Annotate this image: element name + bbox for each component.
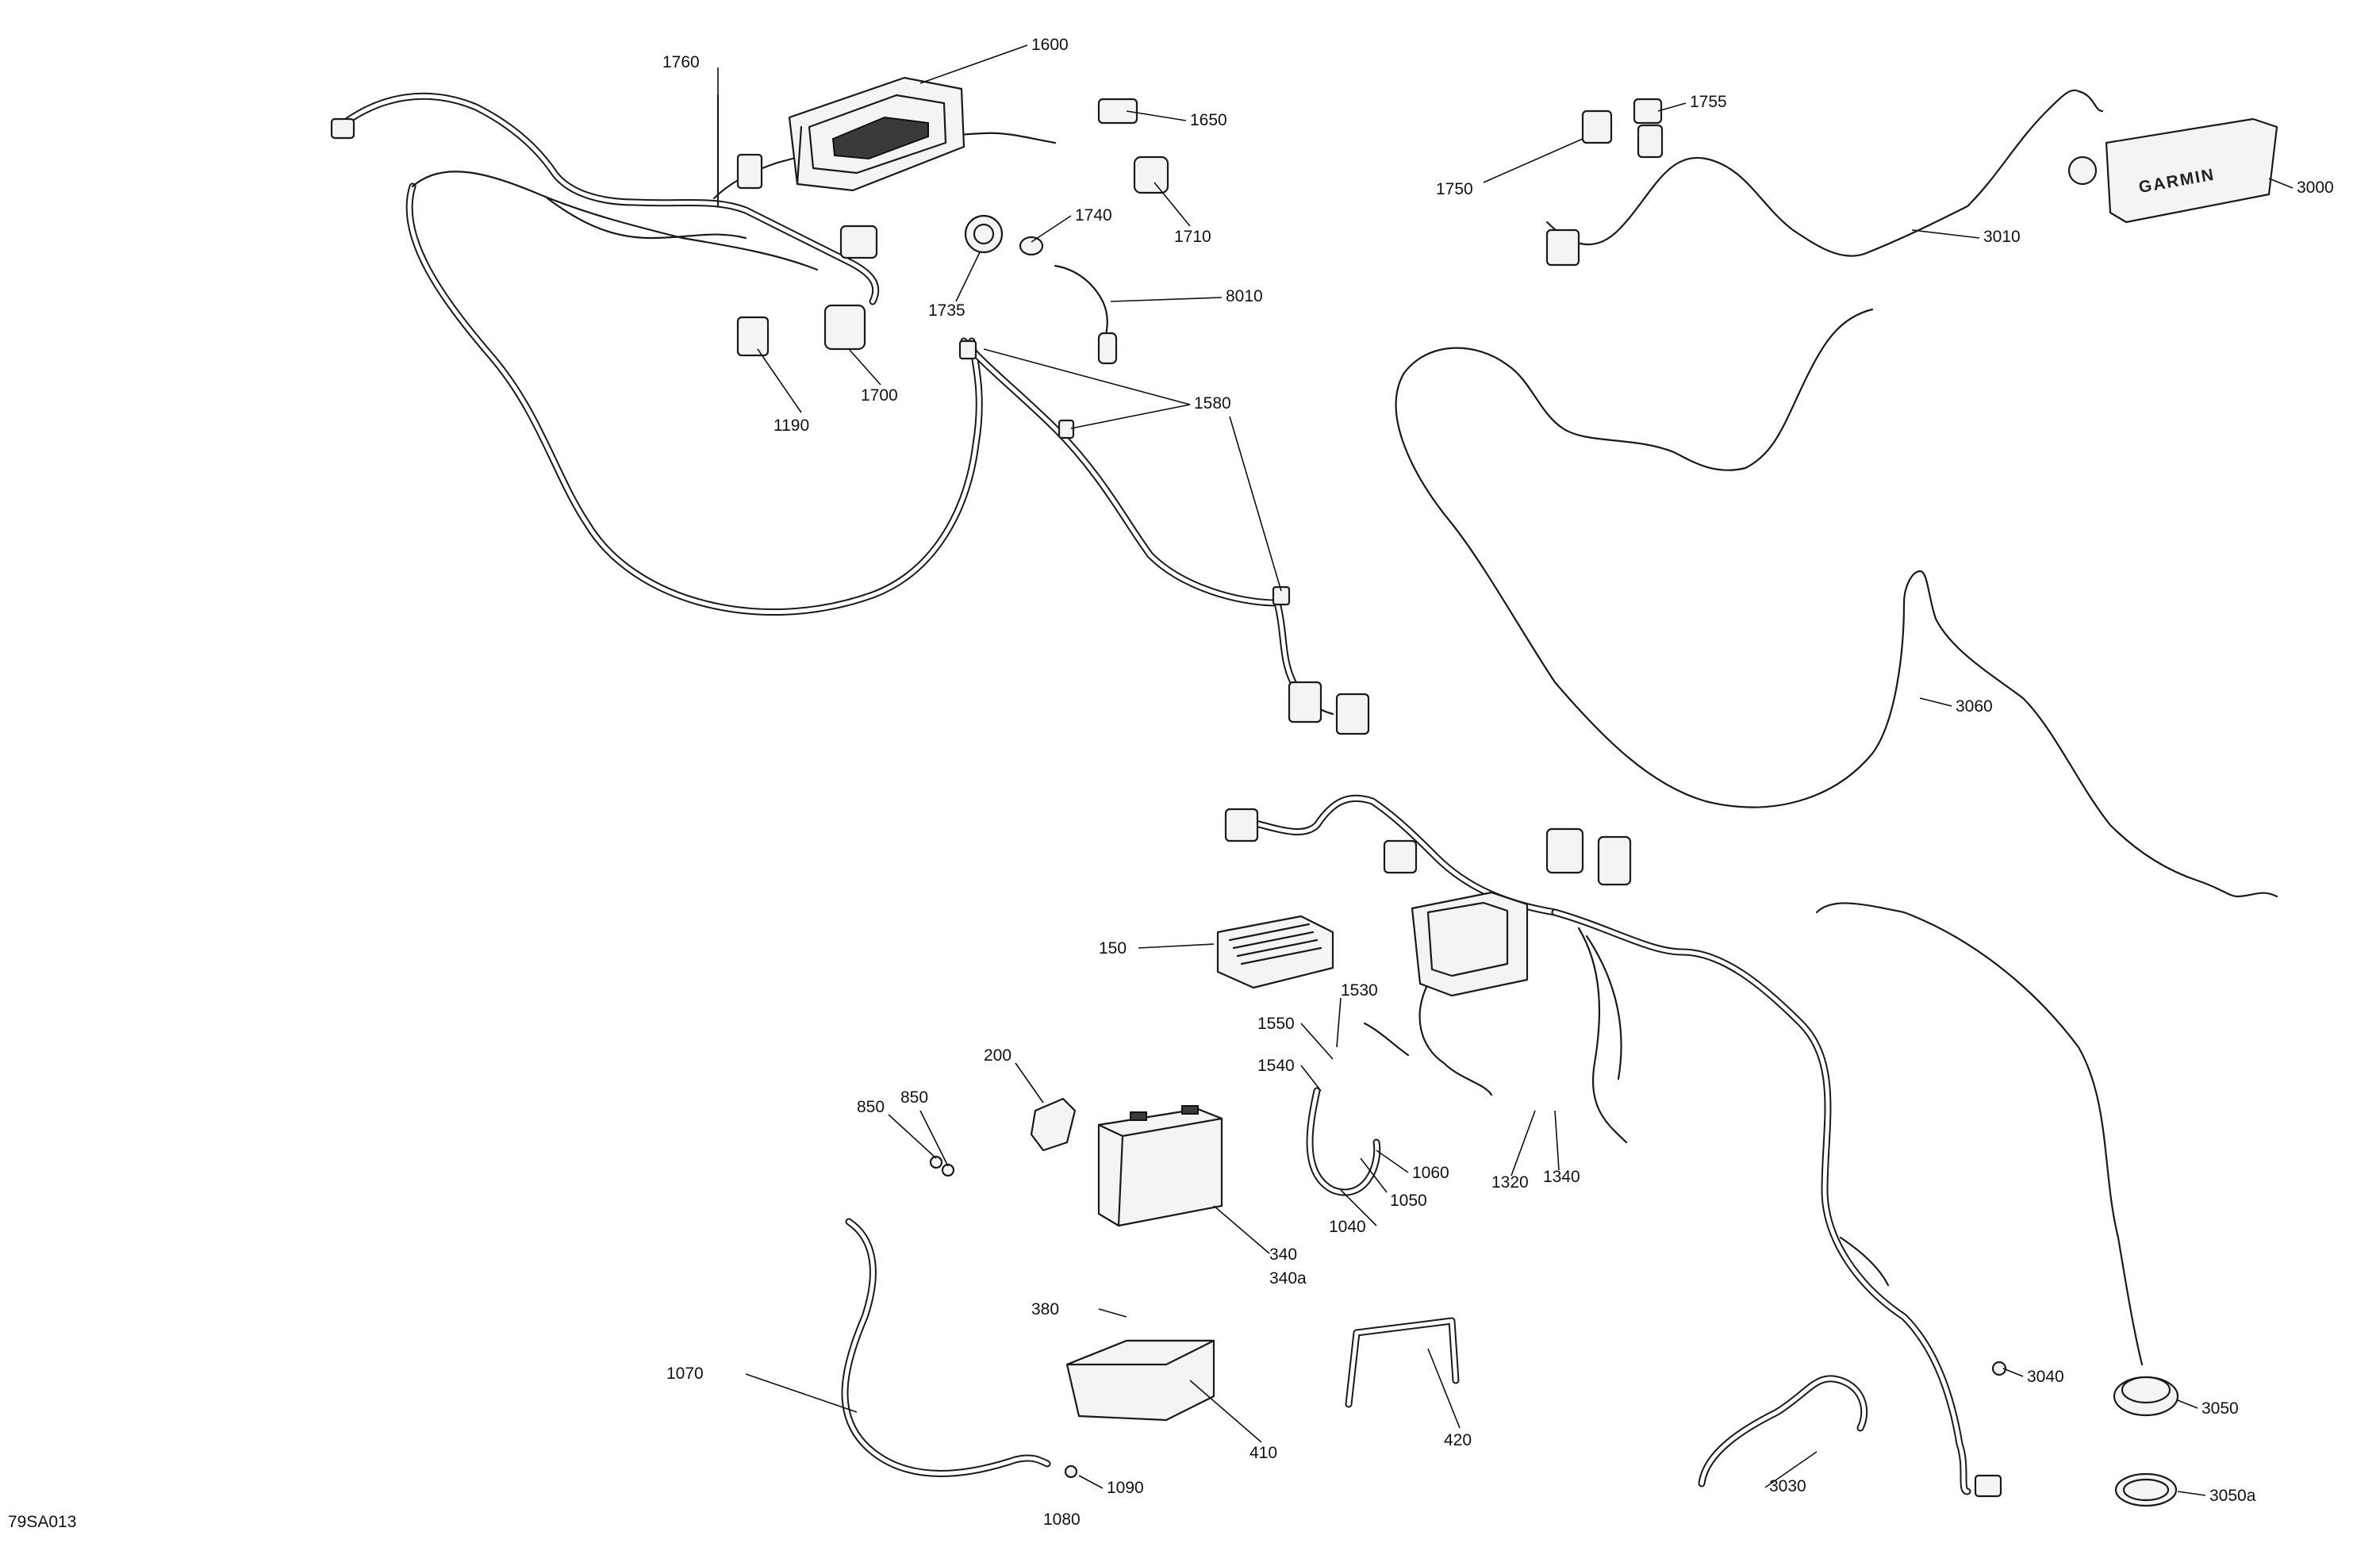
garmin-display-3000: GARMIN (1545, 98, 2278, 267)
battery-340 (1097, 1105, 1223, 1227)
connector-center-f (1383, 839, 1418, 874)
connector-center-e (1224, 808, 1259, 843)
callout-1530: 1530 (1341, 981, 1378, 1000)
connector-center-b (1335, 693, 1370, 735)
callout-1755: 1755 (1690, 93, 1727, 111)
connector-3010-end (1545, 228, 1580, 267)
nut-1090 (1064, 1464, 1078, 1479)
callout-340: 340 (1269, 1246, 1297, 1264)
nut-850-b (941, 1163, 955, 1177)
callout-420: 420 (1444, 1431, 1472, 1449)
connector-center-d (1597, 835, 1632, 886)
callout-1190: 1190 (774, 416, 809, 435)
connector-3030-end (1974, 1474, 2002, 1498)
callout-1050: 1050 (1390, 1192, 1427, 1210)
fuse-box-center (1224, 808, 1632, 997)
callout-850-b: 850 (900, 1088, 928, 1107)
connector-center-c (1545, 827, 1584, 874)
connector-1760-area (736, 153, 763, 190)
battery-tray-410 (1065, 1339, 1215, 1422)
callout-1550: 1550 (1257, 1015, 1295, 1033)
callout-3010: 3010 (1983, 228, 2021, 246)
power-socket-3050 (1974, 1361, 2179, 1507)
nut-3040 (1991, 1361, 2007, 1376)
clip-1580-a (958, 340, 977, 360)
callout-410: 410 (1250, 1444, 1277, 1462)
callout-850-a: 850 (857, 1098, 885, 1116)
ground-cable-1040 (1306, 1087, 1381, 1196)
callout-1090: 1090 (1107, 1479, 1144, 1497)
callout-1070: 1070 (666, 1365, 704, 1383)
callout-1600: 1600 (1031, 36, 1069, 54)
connector-center-a (1288, 681, 1322, 724)
callout-3000: 3000 (2297, 178, 2334, 197)
switch-1700 (823, 304, 866, 351)
diagram-reference-code: 79SA013 (8, 1513, 76, 1531)
nut-850-a (929, 1155, 943, 1169)
callout-200: 200 (984, 1046, 1012, 1065)
callout-3040: 3040 (2027, 1368, 2064, 1386)
main-harness-upper (337, 92, 1057, 616)
callout-1340: 1340 (1543, 1168, 1580, 1186)
callout-3060: 3060 (1956, 697, 1993, 716)
callout-1080: 1080 (1043, 1510, 1081, 1529)
relay-block (839, 225, 878, 259)
callout-1735: 1735 (928, 301, 965, 320)
callout-1700: 1700 (861, 386, 898, 405)
connector-1750 (1581, 109, 1613, 144)
callout-3050a: 3050a (2209, 1487, 2256, 1505)
mount-knob (2067, 155, 2098, 186)
leader-lines (717, 44, 2294, 1496)
battery-cable-1070 (841, 1218, 1078, 1479)
clip-1580-c (1272, 585, 1291, 606)
main-harness-center-run (960, 337, 1334, 716)
callout-3030: 3030 (1769, 1477, 1806, 1495)
callout-1710: 1710 (1174, 228, 1211, 246)
main-harness-lower (1226, 794, 1971, 1495)
plug-8010 (1097, 332, 1118, 365)
callout-1760: 1760 (662, 53, 700, 71)
connector-group-top-left (330, 94, 1370, 735)
callout-1060: 1060 (1412, 1164, 1449, 1182)
connector-1755 (1633, 98, 1663, 125)
connector-1190 (736, 316, 770, 357)
starter-solenoid-200 (929, 1097, 1077, 1177)
callout-1750: 1750 (1436, 180, 1473, 198)
callout-1580: 1580 (1194, 394, 1231, 413)
harness-end-connector (330, 117, 355, 140)
voltage-regulator-150 (1216, 915, 1334, 989)
hold-down-bracket-420 (1345, 1317, 1460, 1408)
cable-3030 (1698, 1375, 1868, 1487)
connector-1650 (1097, 98, 1138, 125)
nut-1740 (1019, 236, 1044, 256)
callout-1040: 1040 (1329, 1218, 1366, 1236)
callout-labels: 1760 1600 1650 1740 1710 1735 8010 1190 … (662, 36, 2334, 1529)
callout-380: 380 (1031, 1300, 1059, 1318)
switch-1710 (1133, 155, 1169, 194)
callout-8010: 8010 (1226, 287, 1263, 305)
clip-1580-b (1058, 419, 1075, 439)
callout-1650: 1650 (1190, 111, 1227, 129)
callout-1740: 1740 (1075, 206, 1112, 225)
garmin-cables (1395, 89, 2278, 1366)
callout-1540: 1540 (1257, 1057, 1295, 1075)
callout-150: 150 (1099, 939, 1127, 958)
callout-3050: 3050 (2202, 1399, 2239, 1418)
connector-1750b (1637, 124, 1664, 159)
callout-340a: 340a (1269, 1269, 1307, 1288)
instrument-cluster-1600 (788, 76, 965, 192)
callout-1320: 1320 (1491, 1173, 1529, 1192)
